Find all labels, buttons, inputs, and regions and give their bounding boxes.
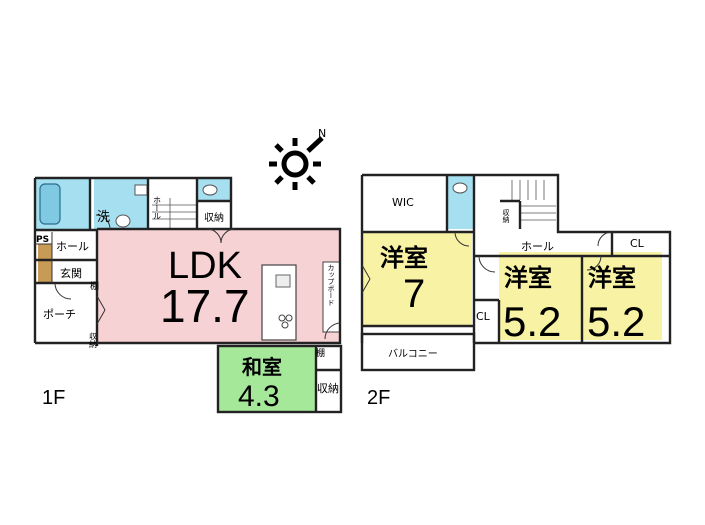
bathtub-icon <box>39 183 61 225</box>
west-room-7-size: 7 <box>403 272 425 316</box>
storage-left-label: 収納 <box>89 331 98 349</box>
japanese-room <box>218 346 316 412</box>
kitchen-sink-icon <box>275 274 291 288</box>
ldk-room <box>97 229 340 343</box>
sun-compass-icon <box>269 136 324 190</box>
toilet-icon <box>202 184 218 196</box>
japanese-room-size: 4.3 <box>238 380 280 413</box>
north-label: N <box>318 127 326 140</box>
floor-2f-label: 2F <box>367 387 390 409</box>
entrance-label: 玄関 <box>60 266 82 280</box>
washroom-label: 洗 <box>97 210 110 225</box>
sink-icon <box>115 214 131 228</box>
west-room-52b-name: 洋室 <box>588 264 636 292</box>
west-room-52b-size: 5.2 <box>587 298 645 345</box>
ldk-size: 17.7 <box>160 280 250 332</box>
west-room-7-name: 洋室 <box>380 244 428 272</box>
west-room-52a-size: 5.2 <box>503 298 561 345</box>
west-room-52a-name: 洋室 <box>504 264 552 292</box>
wic-label: WIC <box>392 196 414 209</box>
japanese-storage-label: 収納 <box>317 382 339 395</box>
stove-icon <box>278 314 286 322</box>
west-room-7 <box>362 232 472 326</box>
cupboard-label: カップボード <box>327 264 335 306</box>
storage-small-label: 収納 <box>502 209 510 224</box>
toilet-2f-icon <box>452 182 468 194</box>
washer-icon <box>134 184 148 196</box>
entrance-floor <box>38 244 52 283</box>
porch-label: ポーチ <box>43 308 76 321</box>
floor-1f-label: 1F <box>42 387 65 409</box>
ldk-name: LDK <box>168 245 242 287</box>
hall-2f-label: ホール <box>521 240 554 253</box>
ps-label: PS <box>36 235 49 245</box>
hall-small-label: ホール <box>153 196 162 220</box>
balcony-label: バルコニー <box>388 348 438 360</box>
cl-top-label: CL <box>630 237 645 250</box>
shelf-right-label: 棚 <box>316 347 325 359</box>
floor-1f <box>33 176 343 414</box>
stairs-2f <box>511 180 556 221</box>
west-room-52-a <box>499 252 582 340</box>
stairs-1f <box>152 198 197 228</box>
cl-left-label: CL <box>476 310 491 323</box>
storage-top-label: 収納 <box>204 211 224 224</box>
floor-2f <box>360 173 672 372</box>
hall-1f-label: ホール <box>56 240 89 253</box>
japanese-room-name: 和室 <box>242 355 282 379</box>
shelf-left-label: 棚 <box>90 280 99 292</box>
